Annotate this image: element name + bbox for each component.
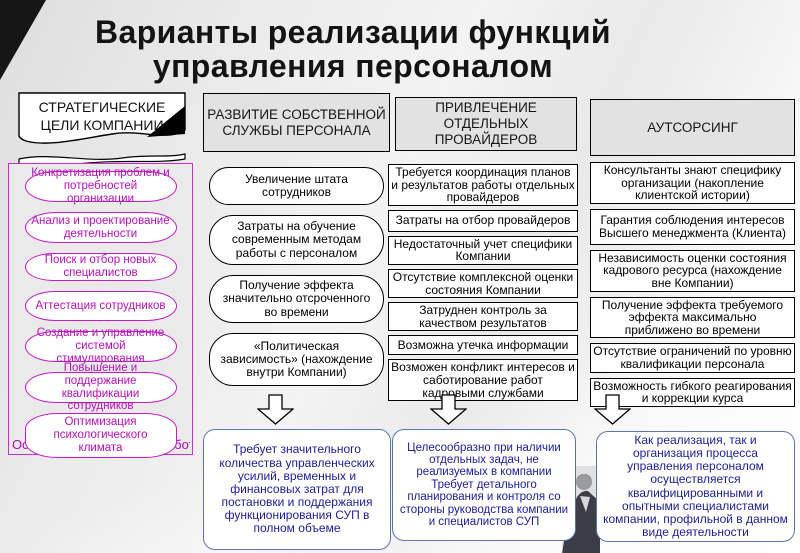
strategic-header-label: СТРАТЕГИЧЕСКИЕ ЦЕЛИ КОМПАНИИ bbox=[38, 99, 166, 133]
strategic-item: Повышение и поддержание квалификации сот… bbox=[24, 362, 177, 412]
own-hr-service-items: Увеличение штата сотрудников Затраты на … bbox=[209, 167, 384, 386]
corner-decoration bbox=[0, 0, 46, 80]
list-item: Получение эффекта требуемого эффекта мак… bbox=[590, 296, 795, 339]
list-item: Консультанты знают специфику организации… bbox=[590, 162, 795, 204]
column-header-providers: ПРИВЛЕЧЕНИЕ ОТДЕЛЬНЫХ ПРОВАЙДЕРОВ bbox=[395, 97, 577, 151]
list-item: Требуется координация планов и результат… bbox=[388, 164, 578, 206]
down-arrow-icon bbox=[257, 394, 294, 425]
list-item: Гарантия соблюдения интересов Высшего ме… bbox=[590, 208, 795, 245]
list-item: Отсутствие ограничений по уровню квалифи… bbox=[590, 343, 795, 373]
list-item: Возможность гибкого реагирования и корре… bbox=[590, 377, 795, 407]
list-item: Увеличение штата сотрудников bbox=[209, 167, 384, 205]
list-item: Возможна утечка информации bbox=[388, 335, 578, 356]
strategic-item: Оптимизация психологического климата bbox=[24, 413, 177, 458]
providers-items: Требуется координация планов и результат… bbox=[388, 164, 578, 402]
strategic-item: Аттестация сотрудников bbox=[24, 291, 177, 321]
list-item: Затраты на обучение современным методам … bbox=[209, 215, 384, 265]
conclusion-outsourcing: Как реализация, так и организация процес… bbox=[596, 431, 795, 542]
column-header-outsourcing: АУТСОРСИНГ bbox=[590, 99, 795, 156]
list-item: Затруднен контроль за качеством результа… bbox=[388, 302, 578, 332]
document-shape bbox=[18, 92, 186, 144]
list-item: Недостаточный учет специфики Компании bbox=[388, 235, 578, 265]
strategic-goals-panel: Основные направления работы Конкретизаци… bbox=[8, 163, 193, 458]
conclusion-own-hr-service: Требует значительного количества управле… bbox=[203, 429, 391, 550]
title-line2: управления персоналом bbox=[152, 48, 554, 85]
list-item: Получение эффекта значительно отсроченно… bbox=[209, 275, 384, 323]
column-header-own-hr-service: РАЗВИТИЕ СОБСТВЕННОЙ СЛУЖБЫ ПЕРСОНАЛА bbox=[203, 93, 390, 152]
title-line1: Варианты реализации функций bbox=[94, 14, 611, 50]
strategic-goals-header: СТРАТЕГИЧЕСКИЕ ЦЕЛИ КОМПАНИИ bbox=[18, 92, 186, 150]
list-item: Затраты на отбор провайдеров bbox=[388, 209, 578, 232]
list-item: Возможен конфликт интересов и саботирова… bbox=[388, 359, 578, 402]
strategic-item: Анализ и проектирование деятельности bbox=[24, 212, 177, 243]
strategic-item: Поиск и отбор новых специалистов bbox=[24, 253, 177, 281]
list-item: «Политическая зависимость» (нахождение в… bbox=[209, 333, 384, 386]
list-item: Независимость оценки состояния кадрового… bbox=[590, 249, 795, 292]
down-arrow-icon bbox=[594, 394, 631, 425]
fold-triangle-icon bbox=[147, 106, 185, 137]
outsourcing-items: Консультанты знают специфику организации… bbox=[590, 162, 795, 407]
list-item: Отсутствие комплексной оценки состояния … bbox=[388, 268, 578, 299]
strategic-item: Создание и управление системой стимулиро… bbox=[24, 327, 177, 365]
strategic-item: Конкретизация проблем и потребностей орг… bbox=[24, 167, 177, 205]
down-arrow-icon bbox=[430, 394, 467, 425]
conclusion-providers: Целесообразно при наличии отдельных зада… bbox=[392, 429, 576, 541]
